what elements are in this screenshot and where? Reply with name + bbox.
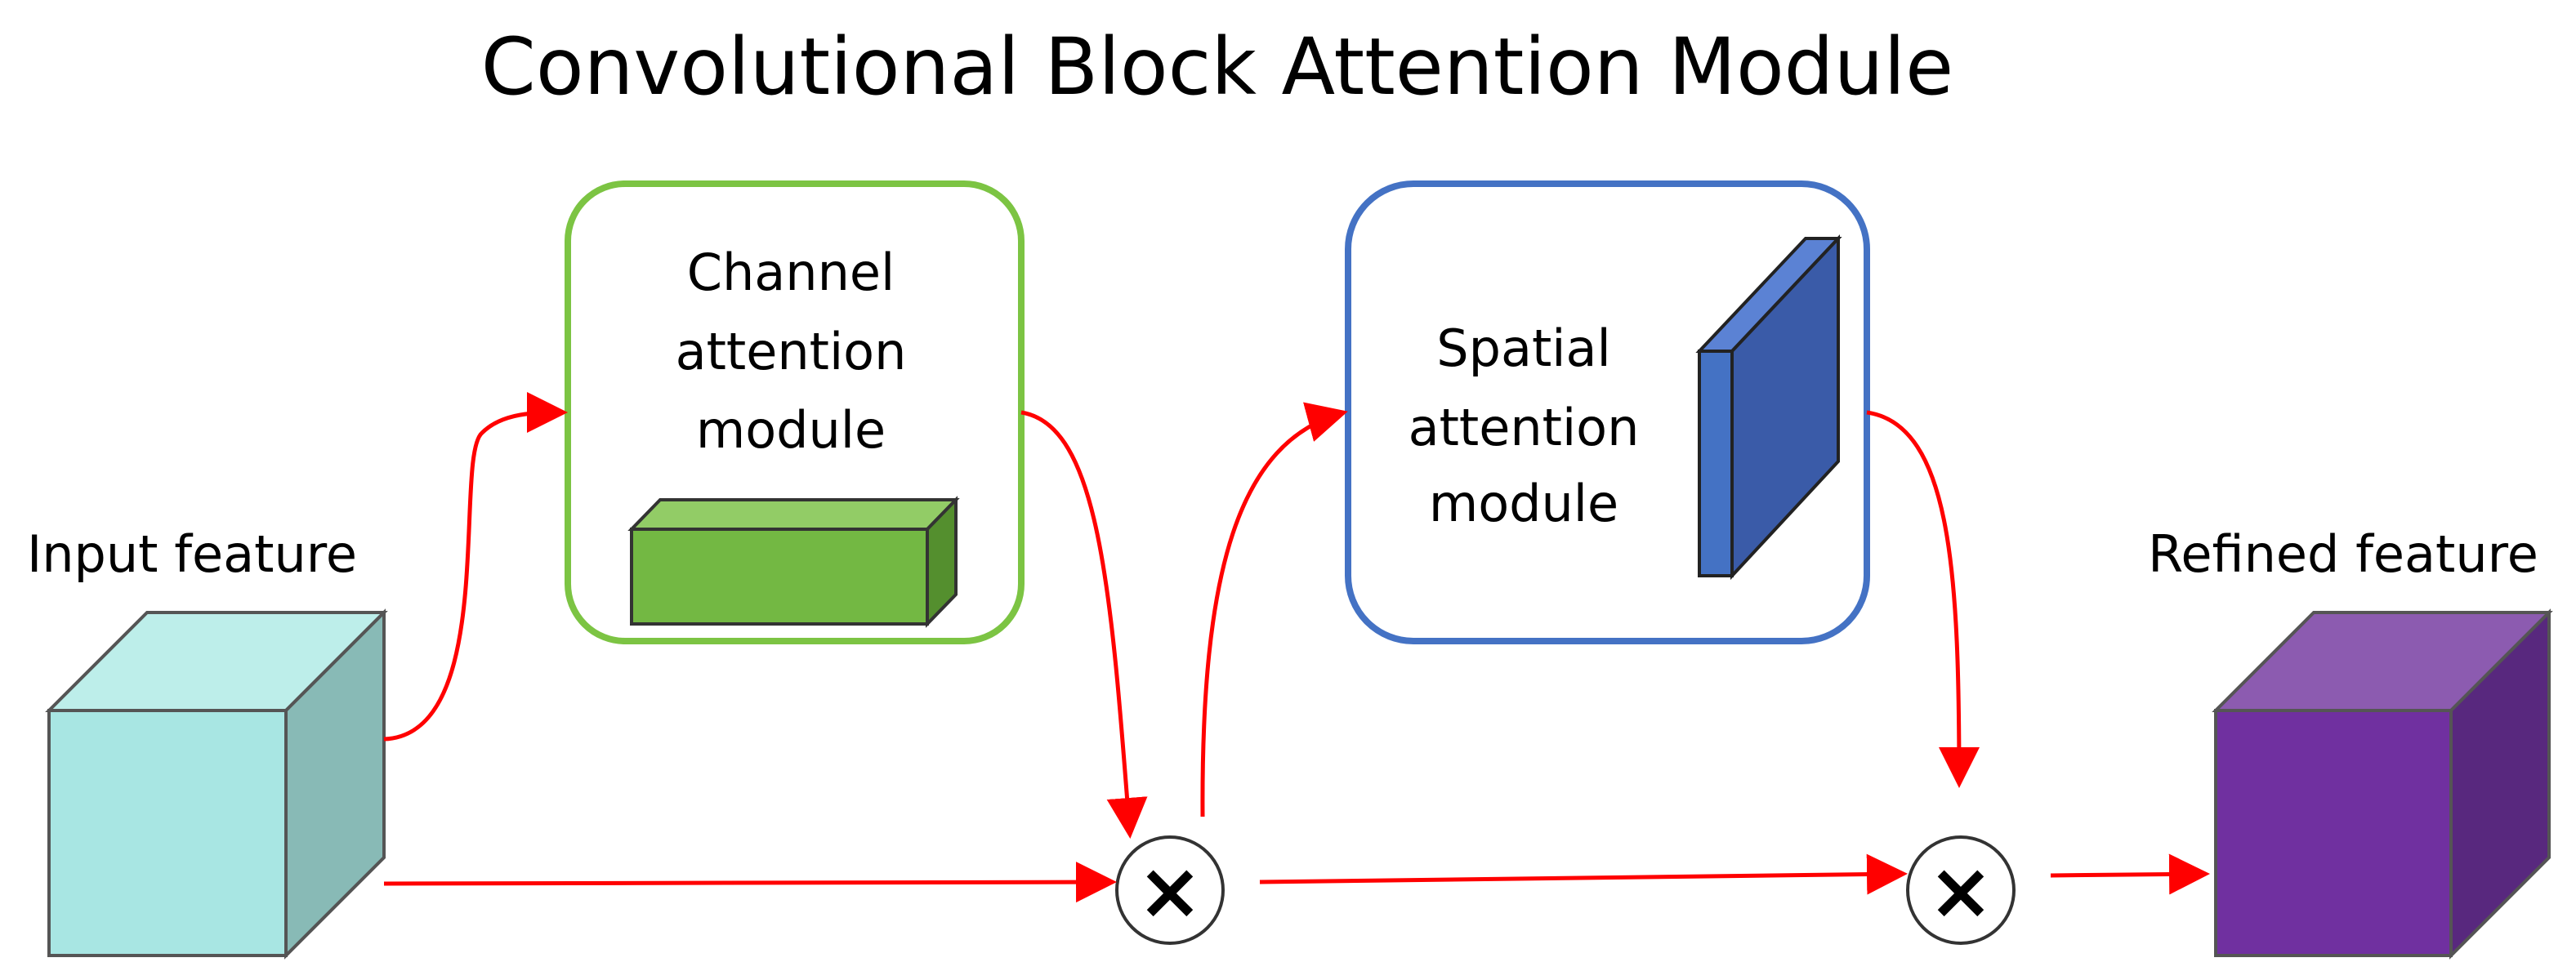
arrow-input-to-channel bbox=[383, 392, 568, 742]
spatial-module-line-2: attention bbox=[1409, 398, 1640, 457]
channel-module-line-3: module bbox=[696, 400, 886, 460]
refined-feature-cube bbox=[2212, 608, 2553, 960]
spatial-module-line-1: Spatial bbox=[1436, 318, 1610, 378]
arrow-input-to-multiply-1 bbox=[383, 862, 1117, 903]
channel-attention-block bbox=[627, 496, 960, 628]
channel-module-line-2: attention bbox=[676, 322, 907, 381]
spatial-attention-block bbox=[1695, 234, 1842, 581]
input-feature-cube bbox=[45, 608, 388, 960]
arrow-multiply-1-to-spatial bbox=[1200, 402, 1348, 817]
channel-module-line-1: Channel bbox=[687, 243, 895, 302]
refined-feature-label: Refined feature bbox=[2148, 524, 2538, 584]
arrow-channel-to-multiply-1 bbox=[1020, 410, 1148, 839]
arrow-spatial-to-multiply-2 bbox=[1866, 410, 1980, 788]
multiply-symbol-2: × bbox=[1928, 845, 1993, 937]
arrow-multiply-1-to-multiply-2 bbox=[1259, 853, 1908, 895]
multiply-node-2: × bbox=[1906, 835, 2016, 945]
multiply-node-1: × bbox=[1115, 835, 1225, 945]
spatial-module-line-3: module bbox=[1429, 474, 1618, 533]
arrow-multiply-2-to-refined bbox=[2050, 853, 2210, 895]
input-feature-label: Input feature bbox=[27, 524, 357, 584]
diagram-title: Convolutional Block Attention Module bbox=[481, 21, 1953, 113]
multiply-symbol-1: × bbox=[1137, 845, 1203, 937]
